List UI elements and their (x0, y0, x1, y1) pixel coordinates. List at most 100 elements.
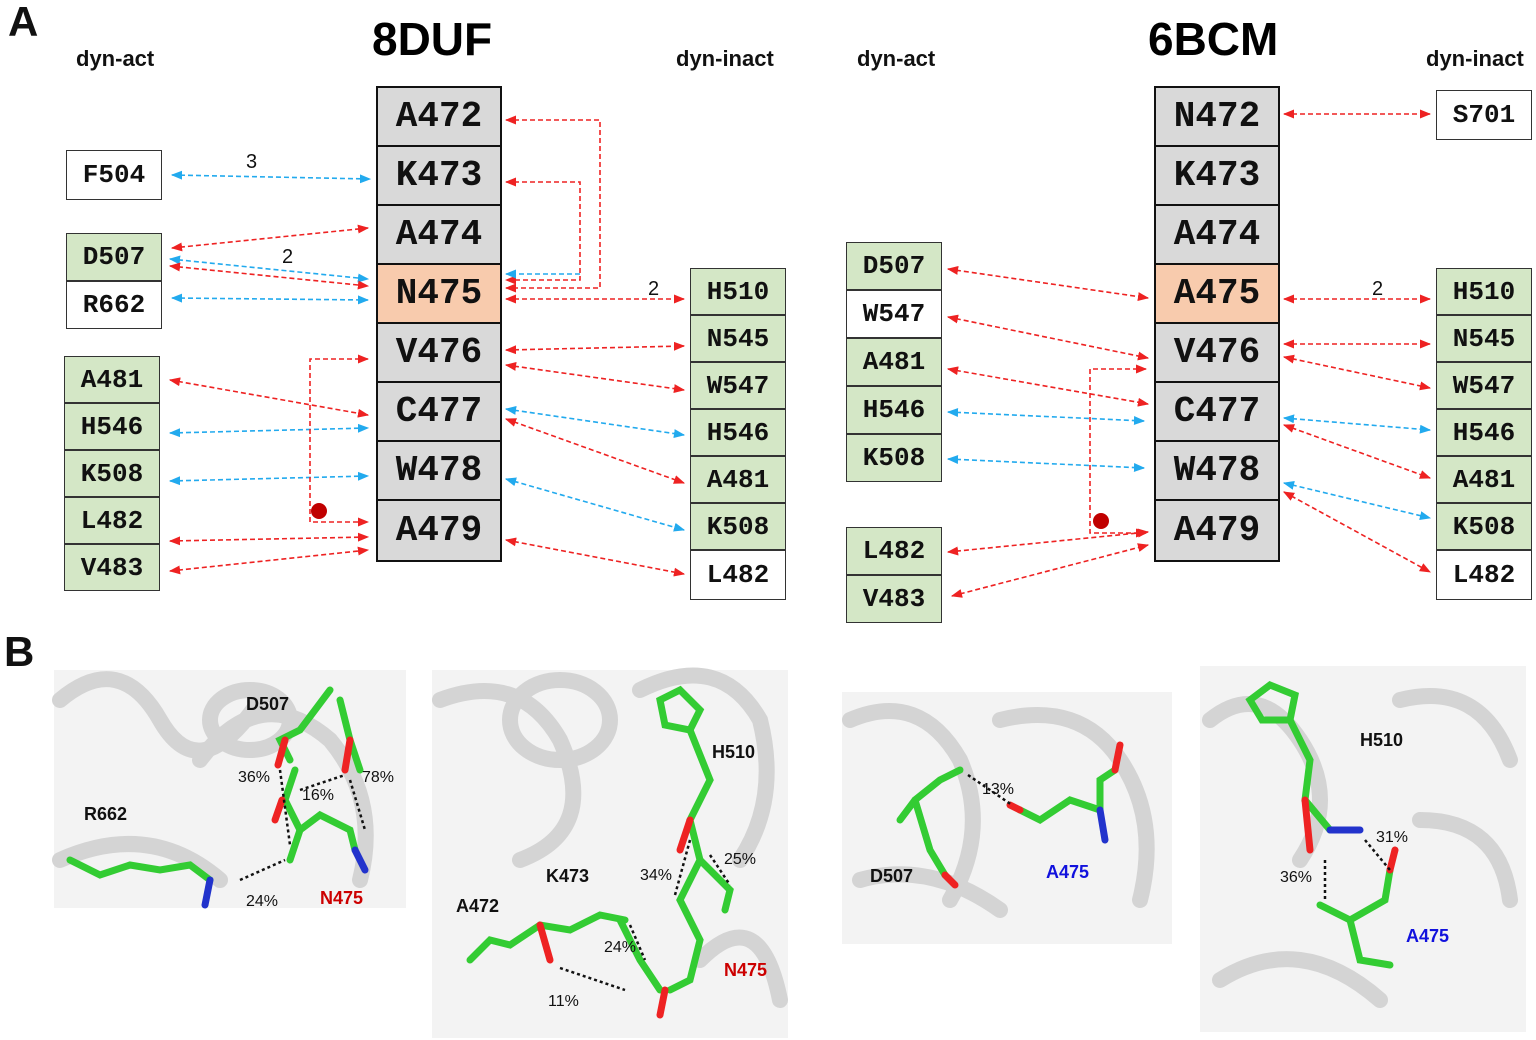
blue-arrow (946, 454, 1146, 473)
left-title: 8DUF (372, 13, 493, 65)
red-arrow (504, 341, 686, 355)
red-arrow (504, 115, 601, 293)
stack-residue: N472 (1156, 88, 1278, 147)
residue-box: A481 (690, 456, 786, 503)
structure-label: A472 (456, 896, 499, 916)
panel-b-letter: B (4, 628, 35, 675)
stack-residue: K473 (378, 147, 500, 206)
stack-residue: K473 (1156, 147, 1278, 206)
structure-label: N475 (320, 888, 363, 908)
residue-box: W547 (690, 362, 786, 409)
red-arrow (1089, 364, 1148, 538)
residue-box: V483 (64, 544, 160, 591)
structure-image-4: H510 A475 31% 36% (1200, 666, 1526, 1032)
red-arrow (504, 177, 581, 285)
residue-box: L482 (1436, 550, 1532, 600)
residue-box: L482 (690, 550, 786, 600)
residue-box: K508 (846, 434, 942, 482)
left-residue-stack: A472 K473 A474 N475 V476 C477 W478 A479 (376, 86, 502, 562)
interaction-arrows: 3 2 2 2 (168, 109, 1432, 598)
red-arrow (170, 224, 370, 252)
red-arrow (946, 314, 1150, 361)
hbond-percent: 16% (302, 787, 334, 804)
residue-box: L482 (846, 527, 942, 575)
red-arrow (504, 361, 686, 394)
structure-image-3: D507 A475 13% (842, 692, 1172, 944)
bracket-dot (1093, 513, 1109, 529)
residue-box: D507 (66, 233, 162, 281)
red-arrow (950, 543, 1150, 598)
structure-label: R662 (84, 804, 127, 824)
stack-residue: V476 (378, 324, 500, 383)
hbond-percent: 24% (604, 939, 636, 956)
hbond-percent: 31% (1376, 829, 1408, 846)
structure-label: D507 (246, 694, 289, 714)
stack-residue: V476 (1156, 324, 1278, 383)
panel-a-letter: A (8, 0, 39, 45)
red-arrow (168, 262, 370, 290)
blue-arrow (170, 293, 370, 305)
residue-box: A481 (1436, 456, 1532, 503)
residue-box: W547 (846, 290, 942, 338)
structure-label: H510 (712, 742, 755, 762)
red-arrow (504, 537, 686, 577)
red-arrow (168, 532, 370, 546)
hbond-percent: 13% (982, 781, 1014, 798)
hbond-percent: 34% (640, 867, 672, 884)
edge-count: 2 (282, 246, 293, 268)
stack-residue: A474 (378, 206, 500, 265)
stack-residue: W478 (378, 442, 500, 501)
blue-arrow (168, 423, 370, 438)
stack-residue: C477 (1156, 383, 1278, 442)
structure-label: H510 (1360, 730, 1403, 750)
residue-box: V483 (846, 575, 942, 623)
stack-residue: A472 (378, 88, 500, 147)
structure-label: N475 (724, 960, 767, 980)
hbond-percent: 24% (246, 893, 278, 910)
residue-box: H546 (846, 386, 942, 434)
residue-box: L482 (64, 497, 160, 544)
residue-box: N545 (1436, 315, 1532, 362)
red-arrow (1282, 354, 1432, 391)
residue-box: F504 (66, 150, 162, 200)
structure-label: K473 (546, 866, 589, 886)
residue-box: D507 (846, 242, 942, 290)
stack-residue-highlight: N475 (378, 265, 500, 324)
blue-arrow (168, 471, 370, 486)
red-arrow (1283, 491, 1431, 573)
hbond-percent: 36% (1280, 869, 1312, 886)
stack-residue: A474 (1156, 206, 1278, 265)
blue-arrow (504, 477, 686, 532)
residue-box: R662 (66, 281, 162, 329)
hbond-percent: 25% (724, 851, 756, 868)
residue-box: K508 (690, 503, 786, 550)
hbond-percent: 36% (238, 769, 270, 786)
left-dyn-inact-label: dyn-inact (676, 46, 774, 71)
right-dyn-act-label: dyn-act (857, 46, 936, 71)
red-arrow (168, 377, 370, 418)
residue-box: K508 (64, 450, 160, 497)
blue-arrow (946, 407, 1146, 426)
residue-box: W547 (1436, 362, 1532, 409)
residue-box: A481 (64, 356, 160, 403)
residue-box: S701 (1436, 90, 1532, 140)
bracket-dot (311, 503, 327, 519)
residue-box: A481 (846, 338, 942, 386)
edge-count: 2 (1372, 278, 1383, 300)
right-dyn-inact-label: dyn-inact (1426, 46, 1524, 71)
blue-arrow (170, 170, 372, 184)
stack-residue: A479 (378, 501, 500, 560)
edge-count: 2 (648, 278, 659, 300)
structure-image-2: H510 K473 A472 N475 34% 25% 24% 11% (432, 667, 788, 1038)
structure-label: A475 (1046, 862, 1089, 882)
structure-image-1: D507 R662 N475 36% 16% 78% 24% (52, 670, 406, 910)
residue-box: H510 (690, 268, 786, 315)
hbond-percent: 11% (548, 993, 579, 1010)
right-residue-stack: N472 K473 A474 A475 V476 C477 W478 A479 (1154, 86, 1280, 562)
residue-box: K508 (1436, 503, 1532, 550)
stack-residue: A479 (1156, 501, 1278, 560)
red-arrow (168, 546, 370, 575)
red-arrow (309, 354, 370, 527)
structure-label: D507 (870, 866, 913, 886)
